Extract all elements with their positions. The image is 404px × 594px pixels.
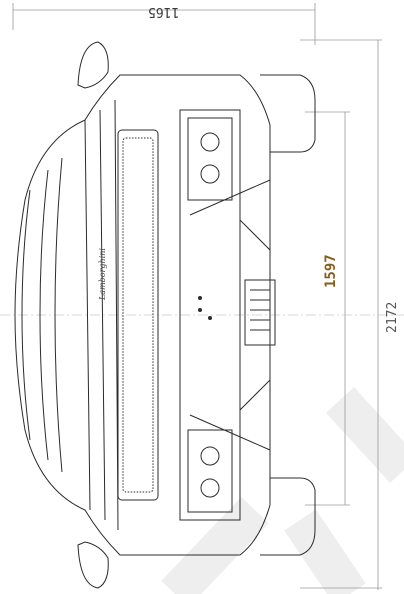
watermark [161,387,404,594]
dimension-overall-length-label: 2172 [385,301,400,333]
dimension-track-label: 1597 [323,254,339,288]
brand-script: Lamborghini [98,248,107,300]
dimension-top-line [12,3,316,45]
car-outline [14,41,316,589]
dimension-overall-width-label: 1165 [148,4,180,19]
